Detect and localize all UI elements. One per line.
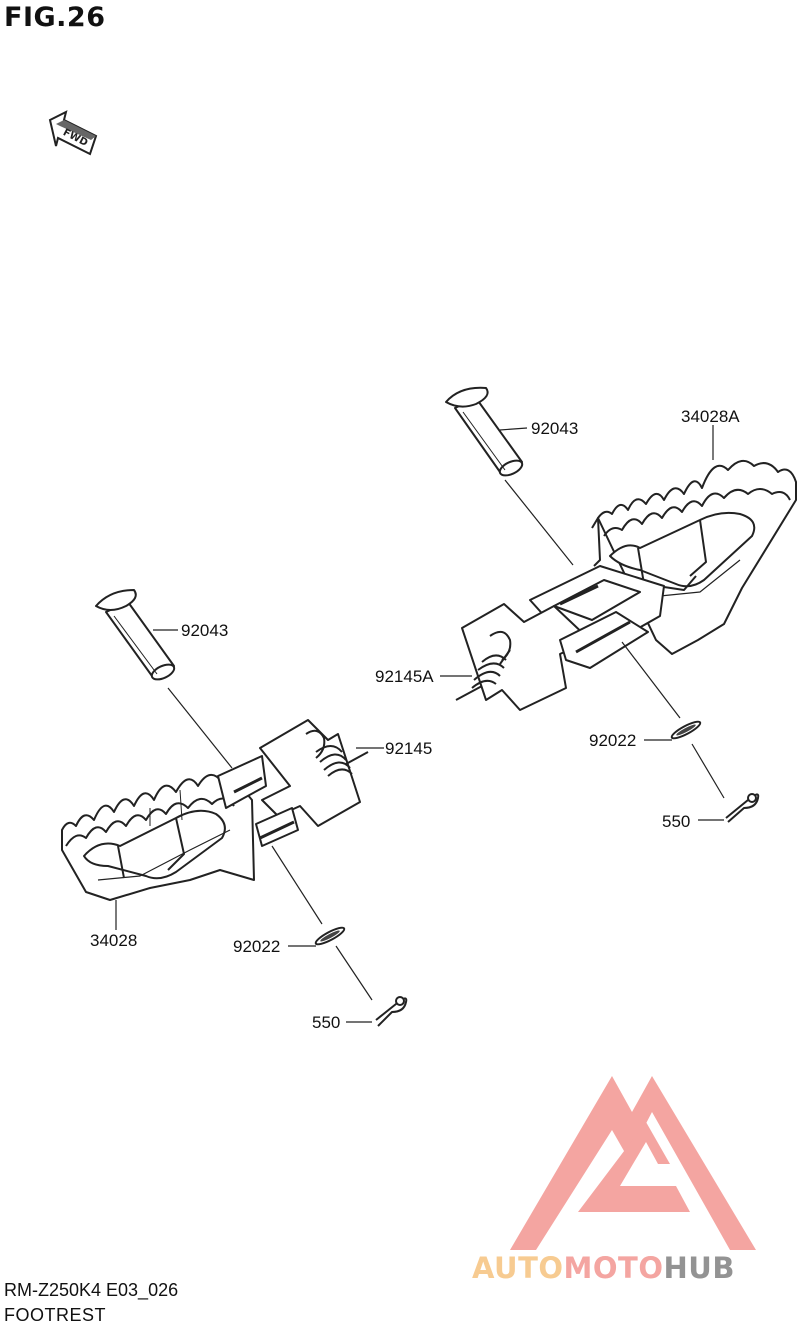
- callout-cotter-left: 550: [312, 1013, 340, 1032]
- section-name: FOOTREST: [4, 1305, 106, 1325]
- callout-spring-left: 92145: [385, 739, 432, 758]
- left-footrest-peg-icon: [61, 774, 255, 901]
- logo-word-hub: HUB: [664, 1251, 735, 1285]
- svg-text:AUTOMOTOHUB: AUTOMOTOHUB: [472, 1251, 735, 1285]
- right-footrest-assembly: [440, 386, 797, 823]
- right-return-spring-icon: [455, 603, 591, 711]
- left-return-spring-icon: [259, 719, 369, 827]
- left-footrest-assembly: [61, 589, 408, 1027]
- logo-word-auto: AUTO: [472, 1251, 564, 1285]
- callout-washer-right: 92022: [589, 731, 636, 750]
- automotohub-watermark-logo: AUTOMOTOHUB: [472, 1076, 756, 1285]
- callout-washer-left: 92022: [233, 937, 280, 956]
- callout-spring-right: 92145A: [375, 667, 434, 686]
- right-washer-icon: [670, 720, 702, 740]
- callout-pin-right: 92043: [531, 419, 578, 438]
- right-cotter-pin-icon: [725, 793, 760, 823]
- right-pivot-pin-icon: [445, 386, 524, 477]
- callout-footrest-left: 34028: [90, 931, 137, 950]
- left-pivot-pin-icon: [95, 589, 176, 681]
- callout-cotter-right: 550: [662, 812, 690, 831]
- logo-triangle-mark: [510, 1076, 756, 1250]
- model-code: RM-Z250K4 E03_026: [4, 1280, 179, 1300]
- left-cotter-pin-icon: [375, 996, 408, 1027]
- figure-title: FIG.26: [4, 2, 106, 33]
- forward-direction-arrow-icon: FWD: [48, 110, 98, 156]
- logo-word-moto: MOTO: [564, 1251, 664, 1285]
- callout-footrest-right: 34028A: [681, 407, 740, 426]
- callout-pin-left: 92043: [181, 621, 228, 640]
- left-washer-icon: [314, 926, 346, 946]
